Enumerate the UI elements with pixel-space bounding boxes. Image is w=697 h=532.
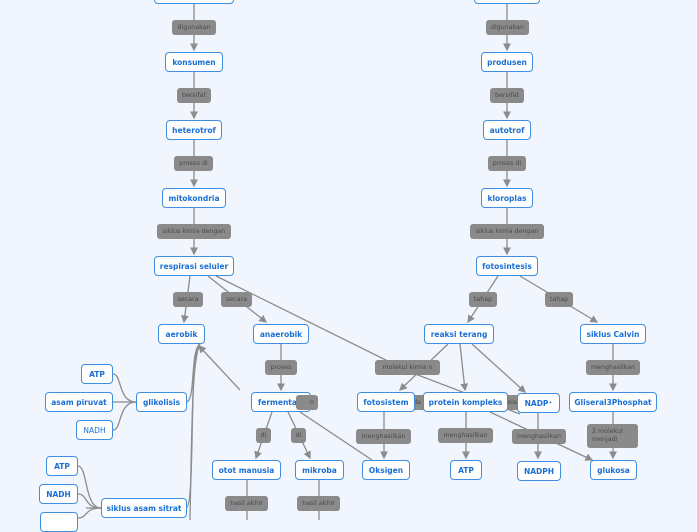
edge <box>299 411 373 461</box>
node-top-left-partial[interactable] <box>154 0 234 4</box>
label-di-mikroba: di <box>291 428 306 443</box>
label-menghasilkan-protein: menghasilkan <box>438 428 493 443</box>
node-atp-glikolisis[interactable]: ATP <box>81 364 113 384</box>
node-glukosa[interactable]: glukosa <box>590 460 637 480</box>
label-molekul-kimia: molekul kimia n <box>375 360 440 375</box>
label-proses-di-right: proses di <box>488 156 526 171</box>
edge <box>112 401 137 431</box>
node-top-right-partial[interactable] <box>474 0 540 4</box>
label-tahap-terang: tahap <box>469 292 497 307</box>
edge <box>471 343 526 393</box>
label-hidden-n: n <box>296 395 318 410</box>
edge <box>77 507 102 519</box>
edge <box>189 343 201 520</box>
node-aerobik[interactable]: aerobik <box>158 324 205 344</box>
label-bersifat-left: bersifat <box>177 88 211 103</box>
edge <box>459 343 469 392</box>
node-glikolisis[interactable]: glikolisis <box>136 392 187 412</box>
node-fotosistem[interactable]: fotosistem <box>357 392 415 412</box>
node-protein-kompleks[interactable]: protein kompleks <box>423 392 508 412</box>
node-otot-manusia[interactable]: otot manusia <box>212 460 281 480</box>
label-menghasilkan-calvin: menghasilkan <box>586 360 640 375</box>
label-tahap-calvin: tahap <box>545 292 573 307</box>
label-secara-aerobik: secara <box>173 292 203 307</box>
label-menghasilkan-nadp: menghasilkan <box>512 429 566 444</box>
node-mikroba[interactable]: mikroba <box>295 460 344 480</box>
node-oksigen[interactable]: Oksigen <box>362 460 410 480</box>
label-bersifat-right: bersifat <box>490 88 524 103</box>
node-heterotrof[interactable]: heterotrof <box>166 120 222 140</box>
label-digunakan-left: digunakan <box>172 20 216 35</box>
node-reaksi-terang[interactable]: reaksi terang <box>424 324 494 344</box>
label-siklus-kimia-left: siklus kimia dengan <box>157 224 231 239</box>
node-nadh-siklus[interactable]: NADH <box>39 484 78 504</box>
node-nadp[interactable]: NADP⁺ <box>517 393 560 413</box>
node-gliseral3phosphat[interactable]: Gliseral3Phosphat <box>569 392 657 412</box>
node-partial-bottom-left[interactable] <box>40 512 78 532</box>
label-menghasilkan-fotosistem: menghasilkan <box>356 429 411 444</box>
label-digunakan-right: digunakan <box>486 20 529 35</box>
node-atp-siklus[interactable]: ATP <box>46 456 78 476</box>
label-proses-di-left: proses di <box>174 156 213 171</box>
label-2-molekul-menjadi: 2 molekul menjadi <box>587 424 638 448</box>
label-secara-anaerobik: secara <box>221 292 252 307</box>
edge <box>215 275 411 373</box>
node-nadh-glikolisis[interactable]: NADH <box>76 420 113 440</box>
node-fotosintesis[interactable]: fotosintesis <box>476 256 538 276</box>
label-hasil-akhir-otot: hasil akhir <box>225 496 268 511</box>
node-asam-piruvat[interactable]: asam piruvat <box>45 392 113 412</box>
node-kloroplas[interactable]: kloroplas <box>481 188 533 208</box>
node-nadph[interactable]: NADPH <box>517 461 561 481</box>
label-di-otot: di <box>256 428 271 443</box>
edge <box>112 373 137 403</box>
node-autotrof[interactable]: autotrof <box>483 120 531 140</box>
node-konsumen[interactable]: konsumen <box>165 52 223 72</box>
edge <box>77 465 102 509</box>
node-respirasi-seluler[interactable]: respirasi seluler <box>154 256 234 276</box>
node-siklus-calvin[interactable]: siklus Calvin <box>580 324 646 344</box>
label-proses: proses <box>265 360 297 375</box>
edge <box>198 345 241 391</box>
node-atp-protein[interactable]: ATP <box>450 460 482 480</box>
node-produsen[interactable]: produsen <box>481 52 533 72</box>
node-siklus-asam-sitrat[interactable]: siklus asam sitrat <box>101 498 187 518</box>
node-mitokondria[interactable]: mitokondria <box>162 188 226 208</box>
label-siklus-kimia-right: siklus kimia dengan <box>470 224 544 239</box>
node-anaerobik[interactable]: anaerobik <box>253 324 309 344</box>
label-hasil-akhir-mikroba: hasil akhir <box>297 496 340 511</box>
